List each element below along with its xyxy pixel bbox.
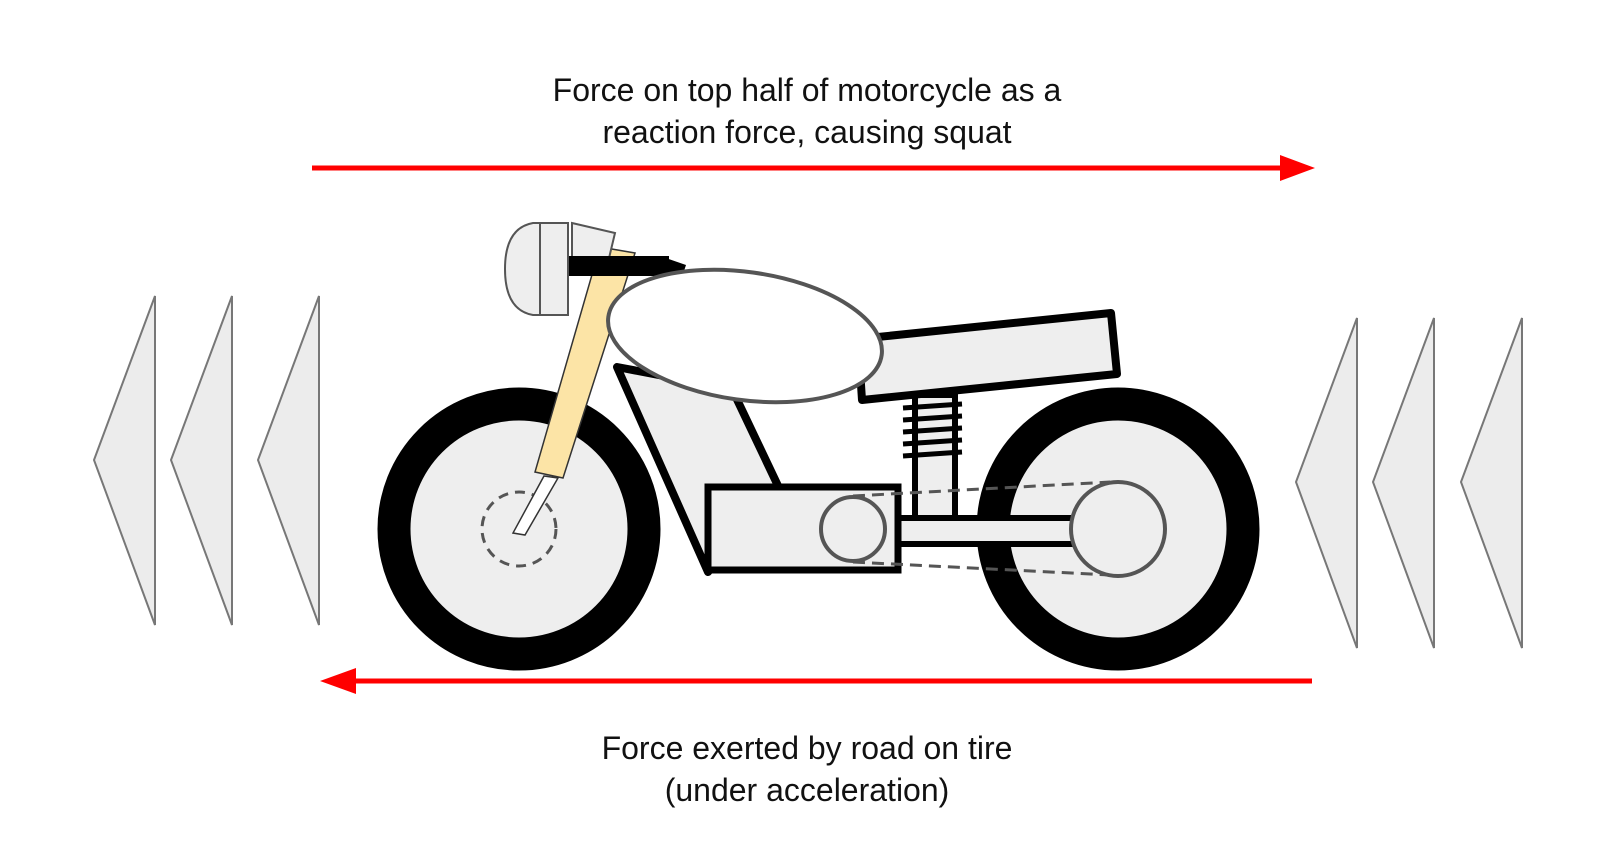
fork-upper-tube (534, 246, 636, 479)
top-caption-line-1: Force on top half of motorcycle as a (552, 72, 1062, 108)
chevron-left-icon (1294, 317, 1358, 649)
shock-spring (902, 401, 963, 459)
chevron-left-icon (1459, 317, 1523, 649)
wind-chevrons-left (92, 295, 320, 626)
fork-lower-leg (511, 475, 560, 536)
arrow-left-icon (320, 668, 356, 694)
chevron-left-icon (256, 295, 320, 626)
top-force-arrow (312, 155, 1315, 181)
top-caption-line-2: reaction force, causing squat (602, 114, 1012, 150)
top-force-caption: Force on top half of motorcycle as a rea… (0, 69, 1614, 153)
headlight-housing (539, 222, 569, 316)
handlebar-bar (569, 256, 669, 276)
bottom-force-caption: Force exerted by road on tire (under acc… (0, 727, 1614, 811)
chevron-left-icon (92, 295, 156, 626)
shock-body (912, 392, 958, 526)
arrow-right-icon (1280, 155, 1315, 181)
bottom-caption-line-2: (under acceleration) (664, 772, 950, 808)
chevron-left-icon (1371, 317, 1435, 649)
seat (854, 309, 1121, 404)
front-axle-hub (480, 490, 558, 568)
rear-sprocket (1069, 480, 1167, 578)
headlight-lens (503, 222, 541, 316)
front-sprocket (819, 495, 887, 563)
front-fork (511, 246, 636, 536)
rear-shock (902, 392, 963, 526)
bottom-force-arrow (320, 668, 1312, 694)
wind-chevrons-right (1294, 317, 1523, 649)
chevron-left-icon (169, 295, 233, 626)
fuel-tank (606, 267, 884, 405)
drive-chain (852, 480, 1111, 577)
bottom-caption-line-1: Force exerted by road on tire (601, 730, 1013, 766)
